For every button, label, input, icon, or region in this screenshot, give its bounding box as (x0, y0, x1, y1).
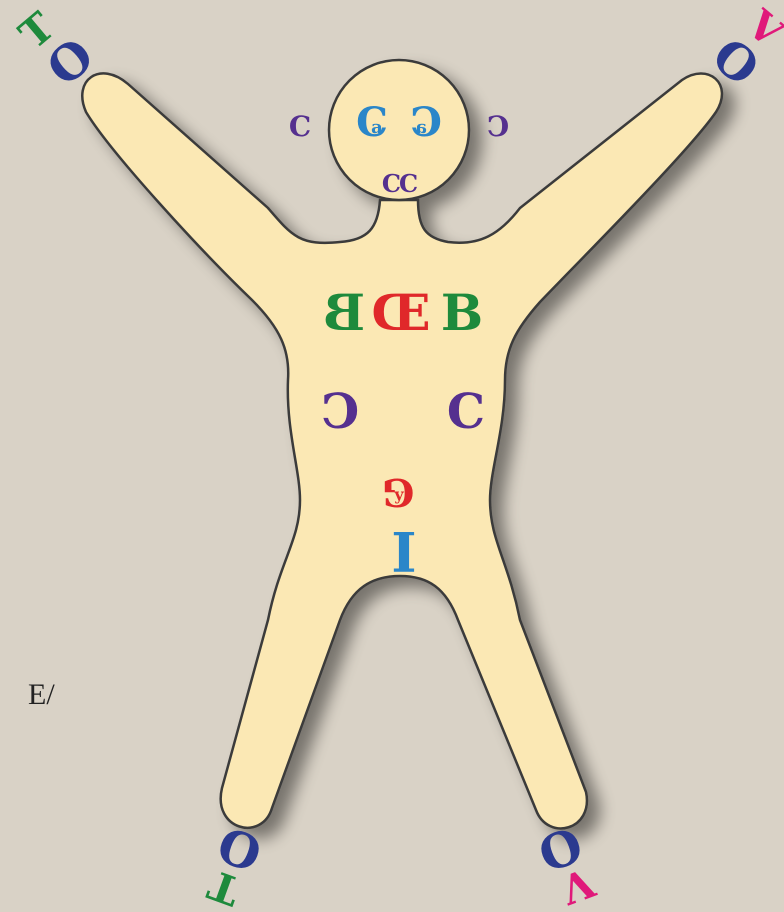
right-eye-inner-label: a (415, 117, 427, 138)
left-foot-labels: O T (202, 815, 269, 912)
right-ear-label: C (487, 110, 509, 143)
right-foot-labels: O V (531, 815, 602, 912)
chest-center-label: Œ (371, 283, 430, 342)
navel-inner-label: y (393, 485, 404, 504)
belly-right-label: C (447, 384, 485, 440)
crotch-label: I (391, 519, 416, 583)
left-eye-inner-label: a (371, 117, 383, 138)
mouth-label: CC (382, 169, 417, 198)
left-ear-label: C (289, 110, 311, 143)
chest-labels: B Œ B (323, 283, 483, 342)
chest-left-label: B (323, 283, 365, 342)
chest-right-label: B (441, 283, 483, 342)
belly-left-label: C (321, 384, 359, 440)
